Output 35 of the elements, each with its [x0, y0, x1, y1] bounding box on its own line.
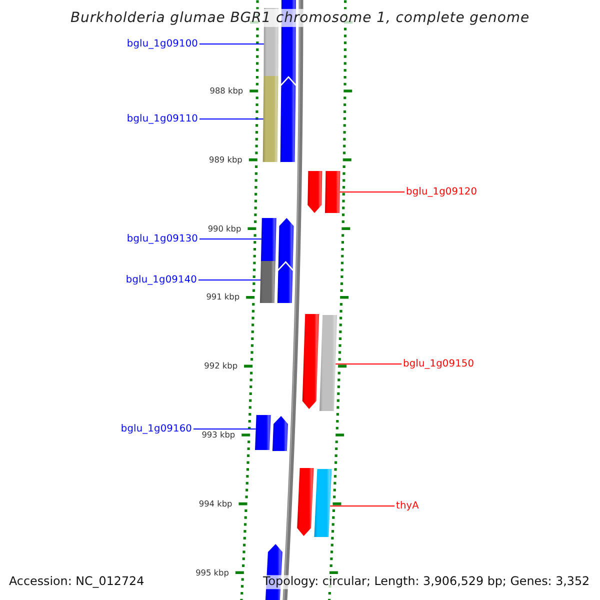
tick-label: 989 kbp	[209, 155, 242, 164]
gene-bar	[260, 218, 276, 261]
gene-label: bglu_1g09150	[403, 358, 474, 370]
tick-label: 992 kbp	[204, 361, 238, 371]
gene-bar	[262, 76, 278, 162]
tick-label: 995 kbp	[196, 568, 229, 578]
gene-label: bglu_1g09100	[126, 38, 198, 50]
gene-bar	[255, 415, 271, 450]
gene-label: bglu_1g09160	[120, 423, 192, 435]
genome-stats-text: Topology: circular; Length: 3,906,529 bp; Genes: 3,352	[263, 575, 590, 589]
gene-bar	[320, 315, 338, 411]
tick-label: 990 kbp	[208, 224, 242, 234]
leader-line	[193, 428, 256, 430]
gene-feature	[308, 171, 322, 213]
gene-feature	[277, 263, 293, 303]
gene-feature	[278, 218, 294, 269]
gene-bar	[314, 469, 332, 537]
gene-feature	[302, 314, 320, 409]
tick-label: 991 kbp	[206, 292, 240, 302]
gene-feature	[272, 416, 288, 451]
tick-label: 988 kbp	[210, 86, 244, 96]
gene-bar	[324, 171, 340, 213]
leader-line	[199, 238, 262, 240]
tick-label: 994 kbp	[198, 499, 232, 508]
gene-bar	[260, 261, 276, 303]
leader-line	[199, 118, 264, 120]
gene-feature	[297, 468, 314, 536]
gene-label: bglu_1g09140	[126, 274, 197, 286]
gene-label: thyA	[396, 500, 419, 512]
tick-label: 993 kbp	[202, 430, 236, 440]
gene-label: bglu_1g09130	[126, 233, 198, 245]
gene-label: bglu_1g09120	[406, 186, 478, 198]
accession-text: Accession: NC_012724	[9, 575, 144, 589]
gene-label: bglu_1g09110	[126, 113, 198, 125]
gene-feature	[280, 78, 296, 162]
